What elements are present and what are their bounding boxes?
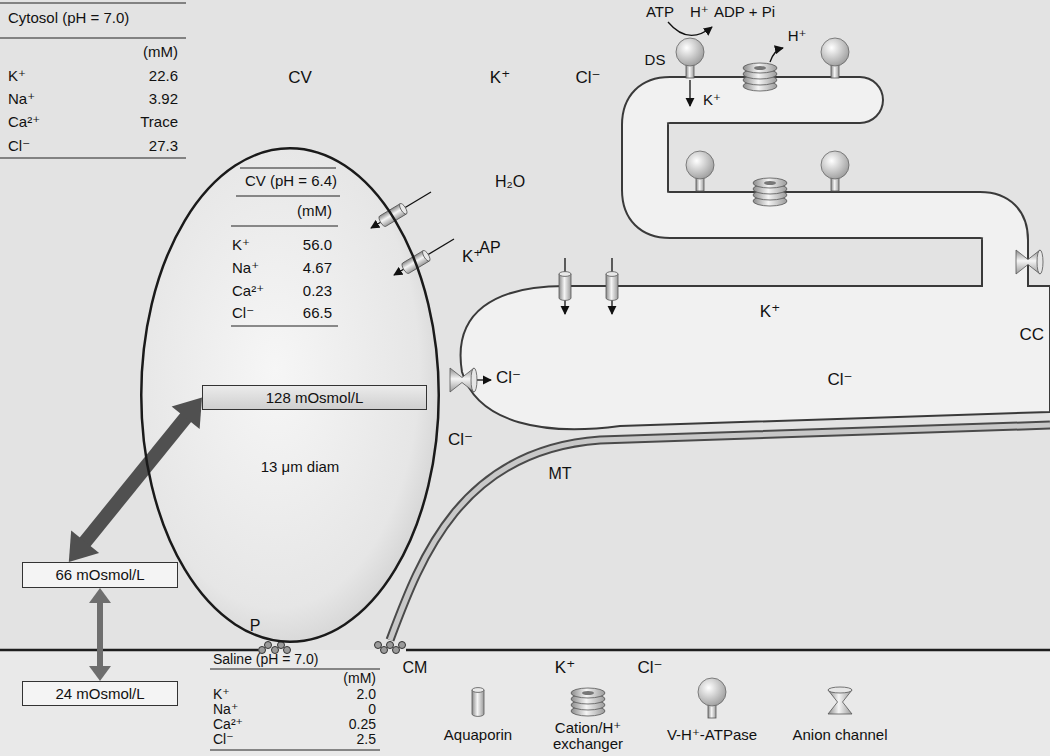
collecting-canal	[461, 286, 1050, 429]
table-cell: Na⁺	[232, 259, 259, 276]
table-cell: K⁺	[8, 67, 26, 84]
table-cell: 0.25	[349, 716, 376, 732]
table-cell: 2.0	[357, 686, 376, 702]
table-rule	[210, 669, 380, 750]
part-label: P	[250, 617, 261, 635]
vacuole-fill	[140, 147, 440, 643]
table-cell: Cl⁻	[232, 304, 254, 321]
vacuole-outline	[141, 148, 439, 642]
microtubule-ribbon	[390, 425, 1050, 640]
table-heading: Saline (pH = 7.0)	[213, 651, 318, 667]
spongiome-tube-wall	[645, 100, 1005, 300]
dimension-label: 13 μm diam	[261, 458, 340, 475]
legend-label: Anion channel	[792, 727, 887, 744]
table-cell: 0	[368, 701, 376, 717]
microtubule-ribbon	[390, 425, 1050, 640]
table-cell: 27.3	[149, 137, 178, 154]
reaction-label: ADP + Pi	[714, 3, 775, 20]
ion-label: K⁺	[555, 658, 575, 678]
arrow-head	[172, 398, 202, 430]
part-label: DS	[645, 51, 666, 68]
table-cell: CV (pH = 6.4)	[245, 172, 337, 189]
osmolarity-box: 128 mOsmol/L	[202, 385, 427, 410]
table-cell: Ca²⁺	[213, 716, 243, 732]
contractile-vacuole: CV (pH = 6.4) (mM) K⁺ 56.0Na⁺ 4.67Ca²⁺ 0.23Cl…	[140, 147, 440, 643]
ion-label: Cl⁻	[448, 430, 473, 450]
osmotic-gradient-arrow	[89, 588, 111, 681]
table-cell: 3.92	[149, 90, 178, 107]
aquaporin-symbol	[606, 272, 618, 301]
anion-channel-symbol	[450, 368, 477, 392]
ion-label: Cl⁻	[496, 368, 521, 388]
osmolarity-value: 128 mOsmol/L	[266, 389, 364, 406]
cell-membrane	[0, 649, 1050, 652]
spongiome-tube	[645, 100, 1005, 300]
table-cell: (mM)	[143, 43, 178, 60]
table-cell: 4.67	[303, 259, 332, 276]
aquaporin-symbol	[559, 272, 571, 301]
table-cell: 56.0	[303, 236, 332, 253]
part-label: AP	[479, 239, 500, 257]
ion-label: Cl⁻	[575, 68, 600, 88]
ion-label: Cl⁻	[637, 658, 662, 678]
ion-label: K⁺	[462, 247, 482, 267]
osmolarity-box: 24 mOsmol/L	[22, 681, 178, 706]
table-cell: Trace	[140, 113, 178, 130]
table-heading: Cytosol (pH = 7.0)	[8, 9, 129, 26]
v-atpase-symbol	[676, 38, 704, 78]
table-cell: Cl⁻	[213, 731, 234, 747]
ion-label: Cl⁻	[827, 370, 852, 390]
table-cell: Ca²⁺	[8, 113, 40, 130]
reaction-label: H⁺	[690, 3, 709, 20]
part-label: CV	[288, 68, 312, 88]
legend-label: V-H⁺-ATPase	[667, 727, 757, 744]
arrow-head	[69, 530, 99, 562]
legend-label: Cation/H⁺ exchanger	[543, 720, 633, 753]
table-cell: 0.23	[303, 282, 332, 299]
legend-anion-channel-sample	[828, 687, 852, 714]
part-label: CM	[403, 659, 428, 677]
arrow-shaft	[82, 414, 189, 546]
osmolarity-value: 24 mOsmol/L	[55, 685, 144, 702]
table-rule	[231, 168, 340, 326]
v-atpase-symbol	[821, 38, 849, 78]
cytosol-ground	[0, 0, 1050, 650]
ion-label: K⁺	[760, 302, 780, 322]
exchanger-symbol	[743, 63, 777, 91]
legend-exchanger-sample	[571, 688, 605, 716]
table-cell: (mM)	[297, 202, 332, 219]
arrow-shaft	[97, 600, 103, 669]
saline-ground	[0, 650, 1050, 756]
table-cell: K⁺	[213, 686, 230, 702]
osmolarity-box: 66 mOsmol/L	[22, 562, 178, 588]
table-cell: K⁺	[232, 236, 250, 253]
table-cell: Na⁺	[213, 701, 238, 717]
table-cell: Na⁺	[8, 90, 35, 107]
molecule-label: H₂O	[495, 173, 525, 191]
legend-v-atpase-sample	[698, 678, 726, 718]
arrow-head	[89, 588, 111, 603]
table-cell: 2.5	[357, 731, 376, 747]
legend-aquaporin-sample	[472, 688, 484, 717]
table-cell: 66.5	[303, 304, 332, 321]
anion-channel-symbol	[1016, 250, 1043, 274]
table-rule	[0, 3, 186, 158]
ion-label: K⁺	[703, 91, 721, 108]
arrow-head	[89, 666, 111, 681]
table-cell: Cl⁻	[8, 137, 30, 154]
osmolarity-value: 66 mOsmol/L	[55, 566, 144, 583]
v-atpase-symbol	[686, 151, 714, 191]
v-atpase-symbol	[821, 151, 849, 191]
part-label: MT	[548, 465, 571, 483]
table-cell: 22.6	[149, 67, 178, 84]
table-cell: (mM)	[343, 670, 376, 686]
reaction-label: ATP	[646, 3, 674, 20]
osmotic-gradient-arrow	[69, 398, 202, 563]
ion-label: H⁺	[788, 27, 807, 44]
part-label: CC	[1019, 325, 1044, 345]
ion-label: K⁺	[490, 68, 510, 88]
table-cell: Ca²⁺	[232, 282, 264, 299]
legend-label: Aquaporin	[444, 727, 512, 744]
exchanger-symbol	[753, 178, 787, 206]
